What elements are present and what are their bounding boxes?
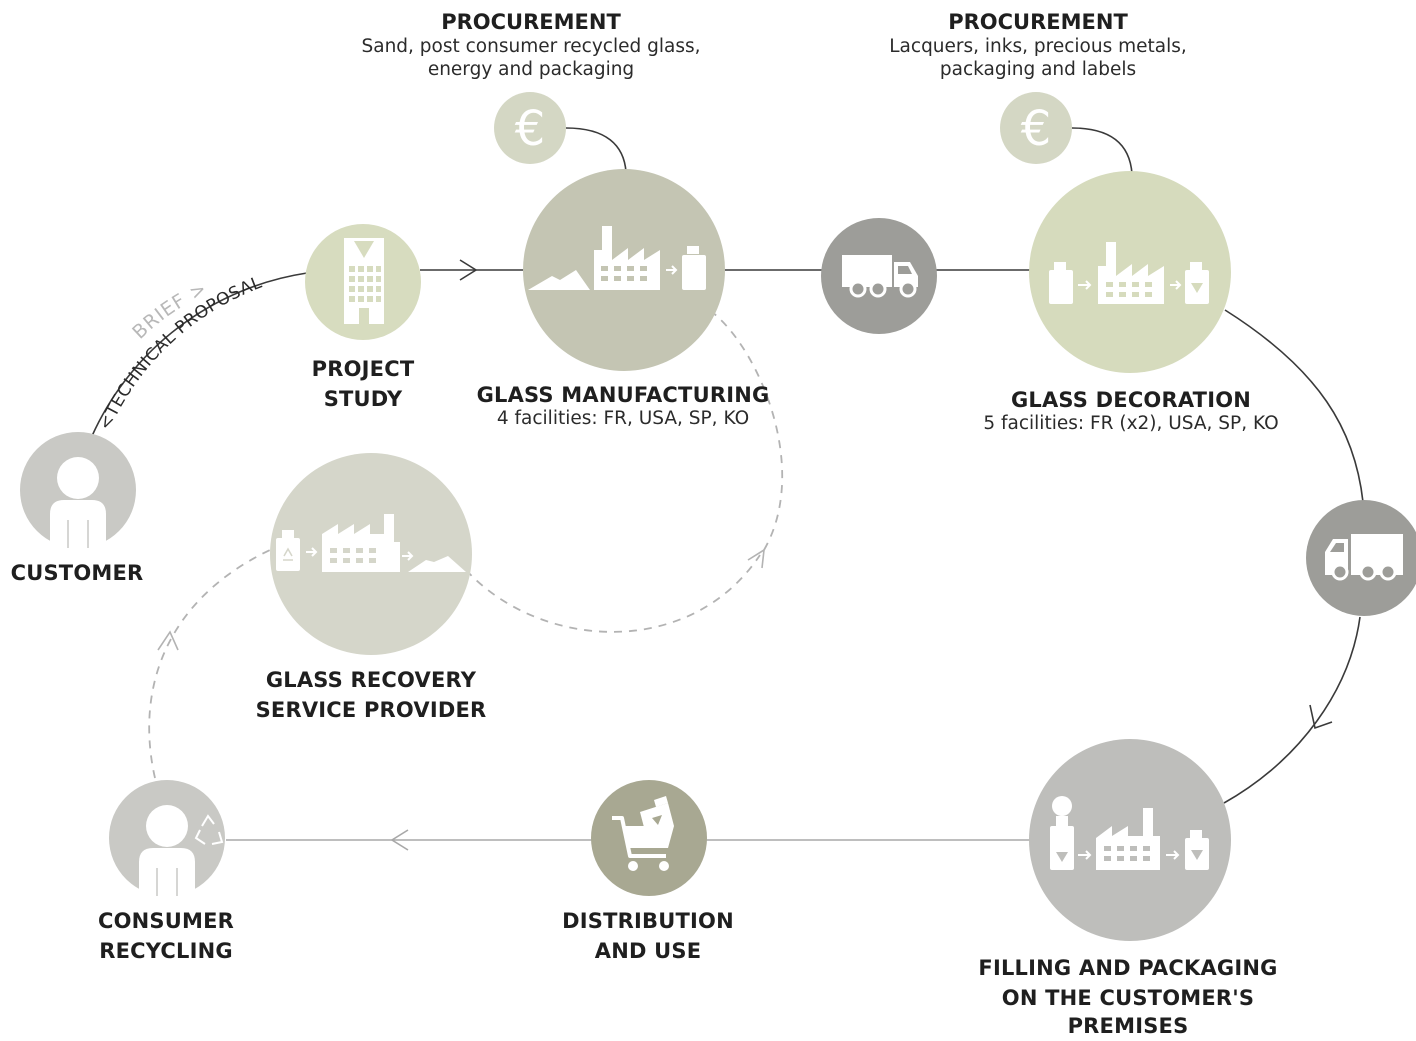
project-study-label-2: STUDY (323, 387, 403, 411)
filling-label-2: ON THE CUSTOMER'S (1001, 986, 1255, 1010)
arrowhead-project-to-manufacturing (459, 259, 478, 281)
arrowhead-filling-to-consumer (390, 829, 409, 851)
filling-node (1029, 739, 1231, 941)
person-icon (139, 805, 195, 896)
dashed-recovery-to-manufacturing (465, 554, 761, 633)
procurement-right-line2: packaging and labels (939, 59, 1137, 80)
euro-icon: € (1021, 101, 1052, 157)
procurement-left-line1: Sand, post consumer recycled glass, (361, 36, 701, 57)
glass-manufacturing-detail: 4 facilities: FR, USA, SP, KO (496, 408, 750, 429)
consumer-recycling-node (109, 780, 225, 896)
glass-recovery-label-1: GLASS RECOVERY (265, 668, 477, 692)
glass-recovery-node (270, 453, 472, 655)
glass-decoration-title: GLASS DECORATION (1010, 388, 1252, 412)
person-icon (50, 457, 106, 548)
glass-decoration-node (1029, 171, 1231, 373)
connector-truck-to-filling (1223, 616, 1361, 804)
filling-label-3: PREMISES (1067, 1014, 1189, 1038)
connector-decoration-to-truck (1224, 309, 1364, 503)
euro-node-right: € (1000, 92, 1072, 164)
glass-recovery-label-2: SERVICE PROVIDER (255, 698, 487, 722)
dashed-manufacturing-loop (711, 311, 784, 551)
truck-node-1 (821, 218, 937, 334)
connector-customer-project-arc (91, 272, 308, 437)
shopping-cart-icon (612, 796, 674, 871)
dashed-recycling-loop (148, 311, 784, 779)
distribution-label-2: AND USE (594, 939, 702, 963)
truck-icon (1325, 534, 1403, 581)
jar-icon (682, 246, 706, 290)
sand-pile-icon (528, 270, 590, 290)
project-study-label-1: PROJECT (311, 357, 415, 381)
glass-manufacturing-node (523, 169, 725, 371)
sand-pile-icon (408, 556, 466, 572)
bottle-icon (1050, 796, 1074, 870)
consumer-recycling-label-2: RECYCLING (99, 939, 233, 963)
procurement-right-title: PROCUREMENT (948, 10, 1128, 34)
jar-icon (276, 530, 300, 571)
euro-node-left: € (494, 92, 566, 164)
recycle-icon (194, 814, 224, 845)
dashed-arrow-consumer-to-recovery (157, 630, 179, 651)
procurement-left-line2: energy and packaging (427, 59, 635, 80)
arrowhead-truck-to-filling (1309, 704, 1333, 730)
euro-icon: € (515, 101, 546, 157)
dashed-consumer-to-recovery (148, 549, 271, 779)
project-study-node (305, 224, 421, 340)
truck-icon (842, 255, 918, 298)
glass-decoration-detail: 5 facilities: FR (x2), USA, SP, KO (983, 413, 1279, 434)
customer-label: CUSTOMER (10, 561, 144, 585)
jar-icon (1049, 262, 1073, 304)
jar-icon (1185, 830, 1209, 870)
consumer-recycling-label-1: CONSUMER (97, 909, 235, 933)
distribution-label-1: DISTRIBUTION (562, 909, 734, 933)
connector-euro-right (1071, 127, 1133, 175)
office-building-icon (344, 238, 384, 324)
recycle-icon (283, 547, 293, 561)
glass-manufacturing-title: GLASS MANUFACTURING (476, 383, 770, 407)
procurement-left-title: PROCUREMENT (441, 10, 621, 34)
bottle-icon (1185, 262, 1209, 304)
dashed-arrow-recovery-to-manufacturing (747, 548, 765, 569)
connector-euro-left (565, 127, 627, 173)
distribution-node (591, 780, 707, 896)
procurement-right-line1: Lacquers, inks, precious metals, (889, 36, 1187, 57)
truck-node-2 (1306, 500, 1416, 616)
filling-label-1: FILLING AND PACKAGING (978, 956, 1278, 980)
customer-node (20, 432, 136, 548)
